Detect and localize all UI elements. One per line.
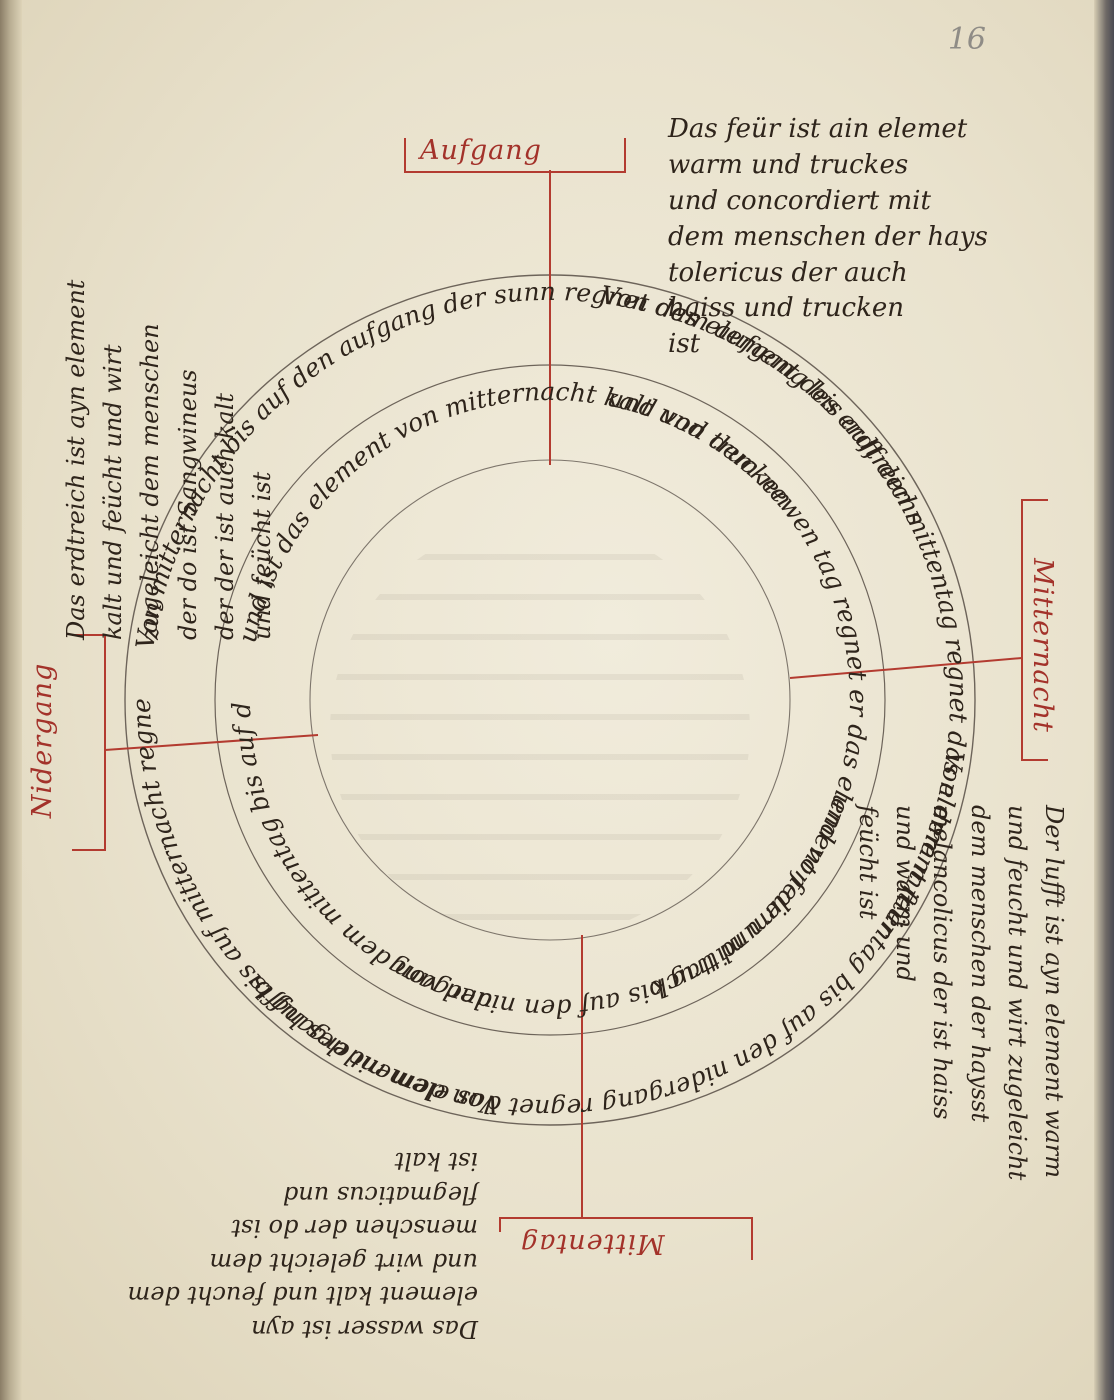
label-south: Mittentag	[520, 1228, 665, 1259]
text-block-fire: Das feür ist ain elemet warm und truckes…	[668, 114, 988, 360]
text-block-water: Das wasser ist ayn element kalt und feuc…	[127, 1147, 478, 1343]
bleed-through-text	[330, 520, 750, 940]
ring-text-inner: und ist das element von mitternacht kalt…	[233, 377, 799, 645]
middle-circle	[214, 364, 886, 1036]
page-edge	[1094, 0, 1114, 1400]
ring-text-top-left-inner: und ist das element von mitternacht kalt…	[233, 377, 799, 645]
label-east: Aufgang	[420, 135, 542, 166]
ring-text-top-right-inner: und von dem newen tag regnet er das elem…	[605, 383, 873, 1005]
text-block-air: Der lufft ist ayn element warm und feuch…	[854, 805, 1068, 1181]
label-west: Nidergang	[27, 662, 59, 819]
inner-circle	[309, 459, 791, 941]
axis-line-west	[104, 734, 319, 751]
label-north: Mitternacht	[1026, 558, 1058, 733]
ring-text-inner-2: und von dem newen tag regnet er das elem…	[605, 383, 873, 1005]
bracket-west	[72, 634, 106, 851]
axis-line-east	[789, 657, 1023, 679]
folio-number: 16	[947, 22, 986, 57]
bracket-south	[499, 1217, 753, 1260]
text-block-earth: Das erdtreich ist ayn element kalt und f…	[62, 279, 276, 640]
bracket-east	[1021, 499, 1048, 761]
bracket-north	[404, 138, 626, 173]
book-spine-shadow	[0, 0, 22, 1400]
